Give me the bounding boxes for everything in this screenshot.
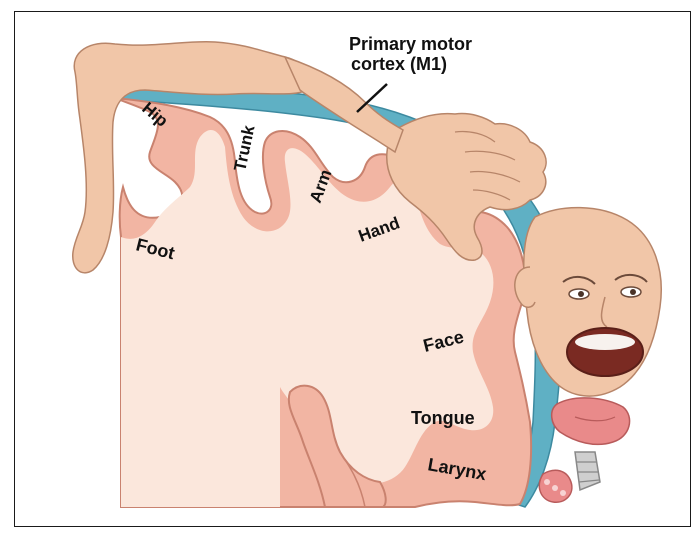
title-line-1: Primary motor bbox=[349, 34, 472, 54]
motor-homunculus-diagram: Primary motor cortex (M1) Hip Trunk Arm … bbox=[15, 12, 691, 527]
label-trunk: Trunk bbox=[230, 123, 258, 173]
label-tongue: Tongue bbox=[411, 408, 475, 428]
title-line-2: cortex (M1) bbox=[351, 54, 447, 74]
figure-frame: Primary motor cortex (M1) Hip Trunk Arm … bbox=[14, 11, 691, 527]
homunculus-tongue bbox=[552, 398, 630, 445]
